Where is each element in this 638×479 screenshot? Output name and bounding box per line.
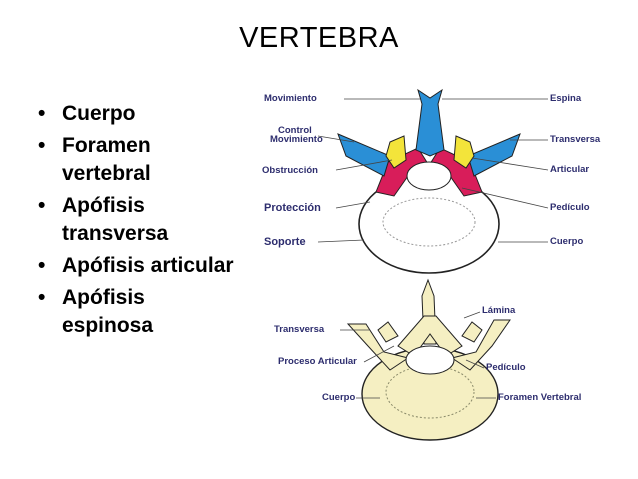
bullet-text-line1: Apófisis	[62, 286, 145, 309]
bullet-text-line1: Apófisis	[62, 194, 145, 217]
bottom-articular-left	[377, 321, 399, 343]
label-cuerpo-bottom: Cuerpo	[322, 392, 356, 403]
top-articular-right	[453, 135, 475, 169]
label-control-movimiento-1: Control	[278, 125, 312, 136]
label-lamina: Lámina	[482, 305, 516, 316]
vertebra-illustration	[317, 88, 549, 441]
label-proceso-articular: Proceso Articular	[278, 356, 357, 367]
bullet-text: Apófisis articular	[62, 254, 234, 277]
label-articular: Articular	[550, 164, 590, 175]
bullet-text-line2: transversa	[62, 222, 169, 245]
bottom-foramen	[405, 345, 455, 375]
bullet-item-foramen: • Foramen vertebral	[38, 132, 268, 188]
top-foramen	[406, 161, 452, 191]
label-soporte: Soporte	[264, 236, 306, 248]
bullet-item-apofisis-transversa: • Apófisis transversa	[38, 192, 268, 248]
top-body-inner	[382, 197, 476, 247]
bullet-dot-icon: •	[38, 254, 46, 277]
label-control-movimiento-2: Movimiento	[270, 134, 323, 145]
top-transverse-left	[337, 133, 391, 177]
top-vertebra	[337, 88, 521, 274]
bottom-vertebra	[346, 278, 511, 441]
bullet-item-apofisis-espinosa: • Apófisis espinosa	[38, 284, 268, 340]
bottom-articular-right	[461, 321, 483, 343]
bullet-dot-icon: •	[38, 134, 46, 157]
label-pediculo-bottom: Pedículo	[486, 362, 526, 373]
label-foramen-vertebral: Foramen Vertebral	[498, 392, 582, 403]
bullet-text-line2: espinosa	[62, 314, 154, 337]
bullet-list: • Cuerpo • Foramen vertebral • Apófisis trans…	[38, 100, 268, 344]
label-transversa-top: Transversa	[550, 134, 601, 145]
label-transversa-bottom: Transversa	[274, 324, 325, 335]
bullet-text-line2: vertebral	[62, 162, 151, 185]
slide-title: VERTEBRA	[239, 22, 399, 54]
label-cuerpo-top: Cuerpo	[550, 236, 584, 247]
bullet-dot-icon: •	[38, 102, 46, 125]
bullet-item-cuerpo: • Cuerpo	[38, 100, 268, 128]
top-transverse-right	[467, 133, 521, 177]
label-espina: Espina	[550, 93, 582, 104]
bottom-leader-lines	[340, 311, 496, 399]
label-obstruccion: Obstrucción	[262, 165, 318, 176]
bottom-body-inner	[385, 365, 475, 419]
top-spinous	[415, 88, 445, 157]
label-movimiento: Movimiento	[264, 93, 317, 104]
vertebra-diagram: Movimiento Control Movimiento Obstrucció…	[258, 84, 618, 446]
bullet-item-apofisis-articular: • Apófisis articular	[38, 252, 268, 280]
bullet-dot-icon: •	[38, 286, 46, 309]
label-pediculo-top: Pedículo	[550, 202, 590, 213]
top-leader-lines	[317, 98, 549, 243]
bullet-dot-icon: •	[38, 194, 46, 217]
bullet-text: Cuerpo	[62, 102, 136, 125]
label-proteccion: Protección	[264, 202, 321, 214]
bullet-text-line1: Foramen	[62, 134, 151, 157]
